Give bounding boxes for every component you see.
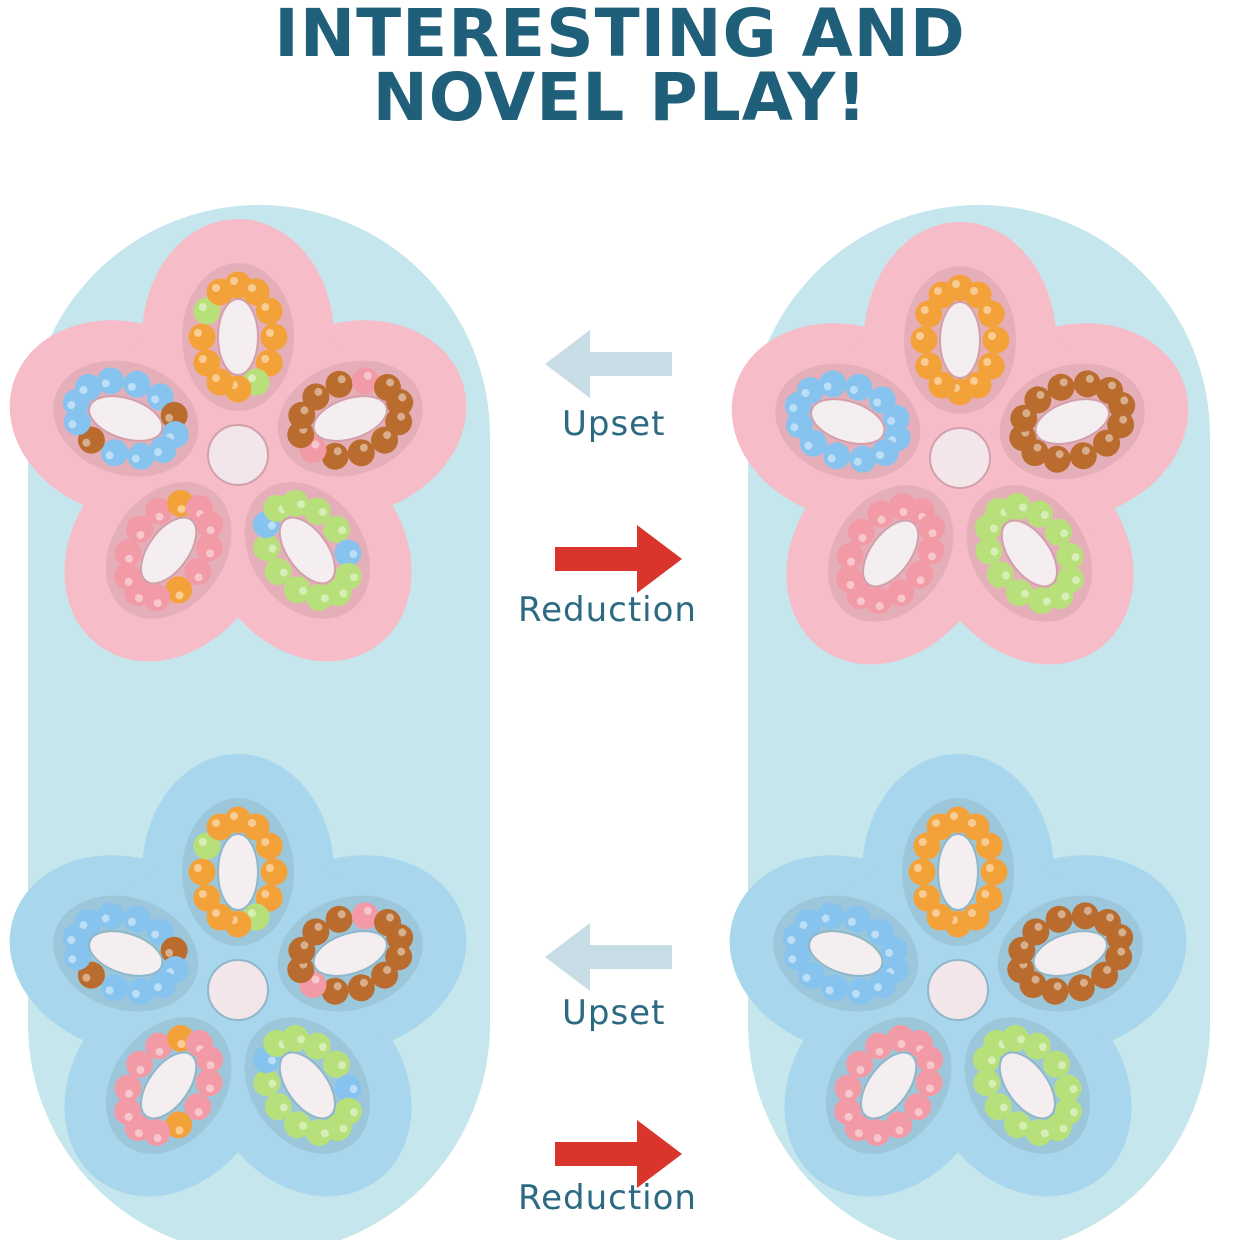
arrow-left-icon — [545, 330, 672, 398]
upset-label: Upset — [562, 404, 666, 444]
pink-puzzle-toy-scrambled — [9, 219, 467, 662]
arrow-left-icon — [545, 923, 672, 991]
headline-line-2: NOVEL PLAY! — [372, 59, 868, 136]
headline: INTERESTING AND NOVEL PLAY! — [0, 0, 1240, 136]
headline-line-1: INTERESTING AND — [274, 0, 966, 72]
blue-puzzle-toy-scrambled — [9, 754, 467, 1197]
arrow-right-icon — [555, 525, 682, 593]
blue-puzzle-toy-solved — [729, 754, 1187, 1197]
pink-puzzle-toy-solved — [731, 222, 1189, 665]
arrow-right-icon — [555, 1120, 682, 1188]
reduction-label: Reduction — [518, 1178, 697, 1218]
upset-label: Upset — [562, 993, 666, 1033]
reduction-label: Reduction — [518, 590, 697, 630]
